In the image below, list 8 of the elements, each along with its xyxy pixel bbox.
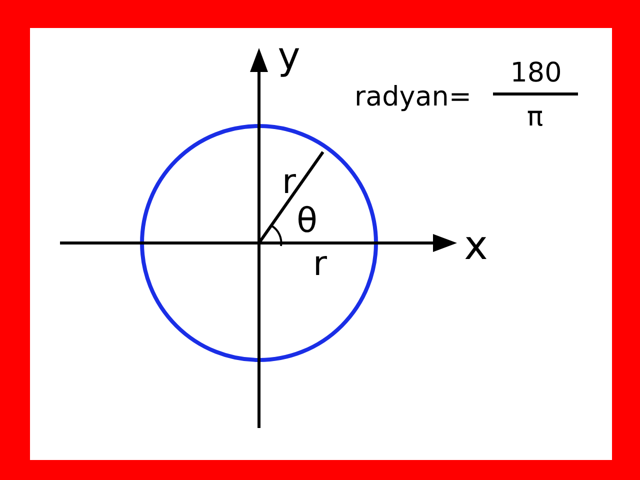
radius-label: r — [313, 247, 327, 281]
axis-label: y — [278, 37, 300, 75]
formula-denominator: π — [526, 104, 544, 130]
radius-label: r — [282, 165, 296, 199]
angle-label: θ — [296, 204, 318, 238]
formula-text: radyan= — [354, 84, 472, 110]
formula-numerator: 180 — [510, 60, 562, 86]
axis-label: x — [464, 226, 488, 266]
